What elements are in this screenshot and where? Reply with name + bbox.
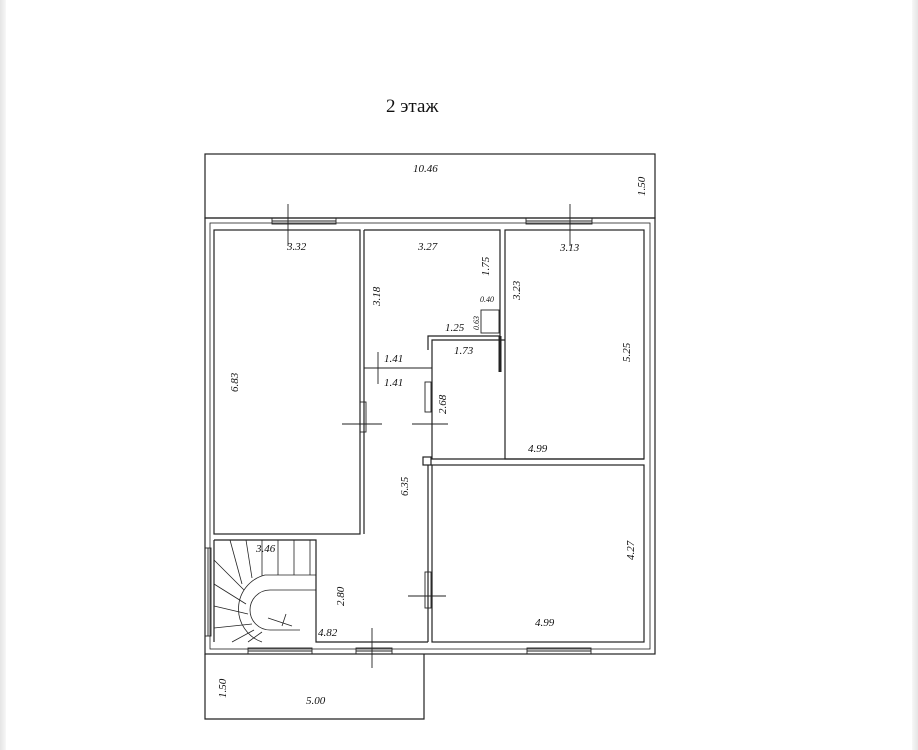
dim-corridor-1: 1.73 (454, 345, 474, 357)
exterior-wall (204, 217, 656, 655)
dim-room-left-height: 6.83 (229, 372, 241, 392)
dim-bath-width: 3.27 (417, 241, 438, 253)
room-bottom-right (431, 464, 645, 643)
axis-marks (287, 204, 571, 668)
dim-room-tr-wall: 3.23 (511, 280, 523, 301)
dim-corridor-4: 2.68 (437, 394, 449, 414)
dim-corridor-3: 1.41 (384, 377, 403, 389)
dim-bath-small-2: 0.40 (480, 295, 494, 304)
dim-room-tr-width: 3.13 (559, 242, 580, 254)
dim-room-br-width: 4.99 (535, 617, 555, 629)
dim-room-tr-height: 5.25 (621, 342, 633, 362)
dim-room-left-width: 3.32 (286, 241, 307, 253)
dim-balcony-top-depth: 1.50 (636, 176, 648, 196)
dim-balcony-bottom-depth: 1.50 (217, 678, 229, 698)
dim-room-tr-bottom: 4.99 (528, 443, 548, 455)
balcony-bottom (204, 654, 425, 720)
dim-balcony-top-width: 10.46 (413, 163, 438, 175)
plan-title: 2 этаж (386, 96, 439, 117)
dim-room-br-height: 4.27 (625, 540, 637, 560)
dim-corridor-2: 1.41 (384, 353, 403, 365)
dim-bath-small-1: 1.75 (480, 256, 492, 276)
page-edge-right (912, 0, 918, 750)
exterior-wall-inner (209, 222, 651, 650)
dim-stairs-width: 3.46 (255, 543, 276, 555)
room-top-right-lower (431, 339, 644, 460)
room-bathroom (364, 229, 501, 350)
staircase (213, 539, 316, 643)
page-edge-left (0, 0, 6, 750)
dim-bath-small-4: 1.25 (445, 322, 465, 334)
bathroom-box (480, 309, 500, 334)
column (422, 456, 432, 466)
dim-stairs-height: 2.80 (335, 586, 347, 606)
dim-hall-height: 6.35 (399, 476, 411, 496)
dim-bath-small-3: 0.63 (472, 316, 481, 330)
windows (204, 217, 593, 655)
dim-balcony-bottom-width: 5.00 (306, 695, 326, 707)
room-left (213, 229, 361, 535)
dim-hall-bottom: 4.82 (318, 627, 338, 639)
dim-bath-height: 3.18 (371, 286, 383, 307)
